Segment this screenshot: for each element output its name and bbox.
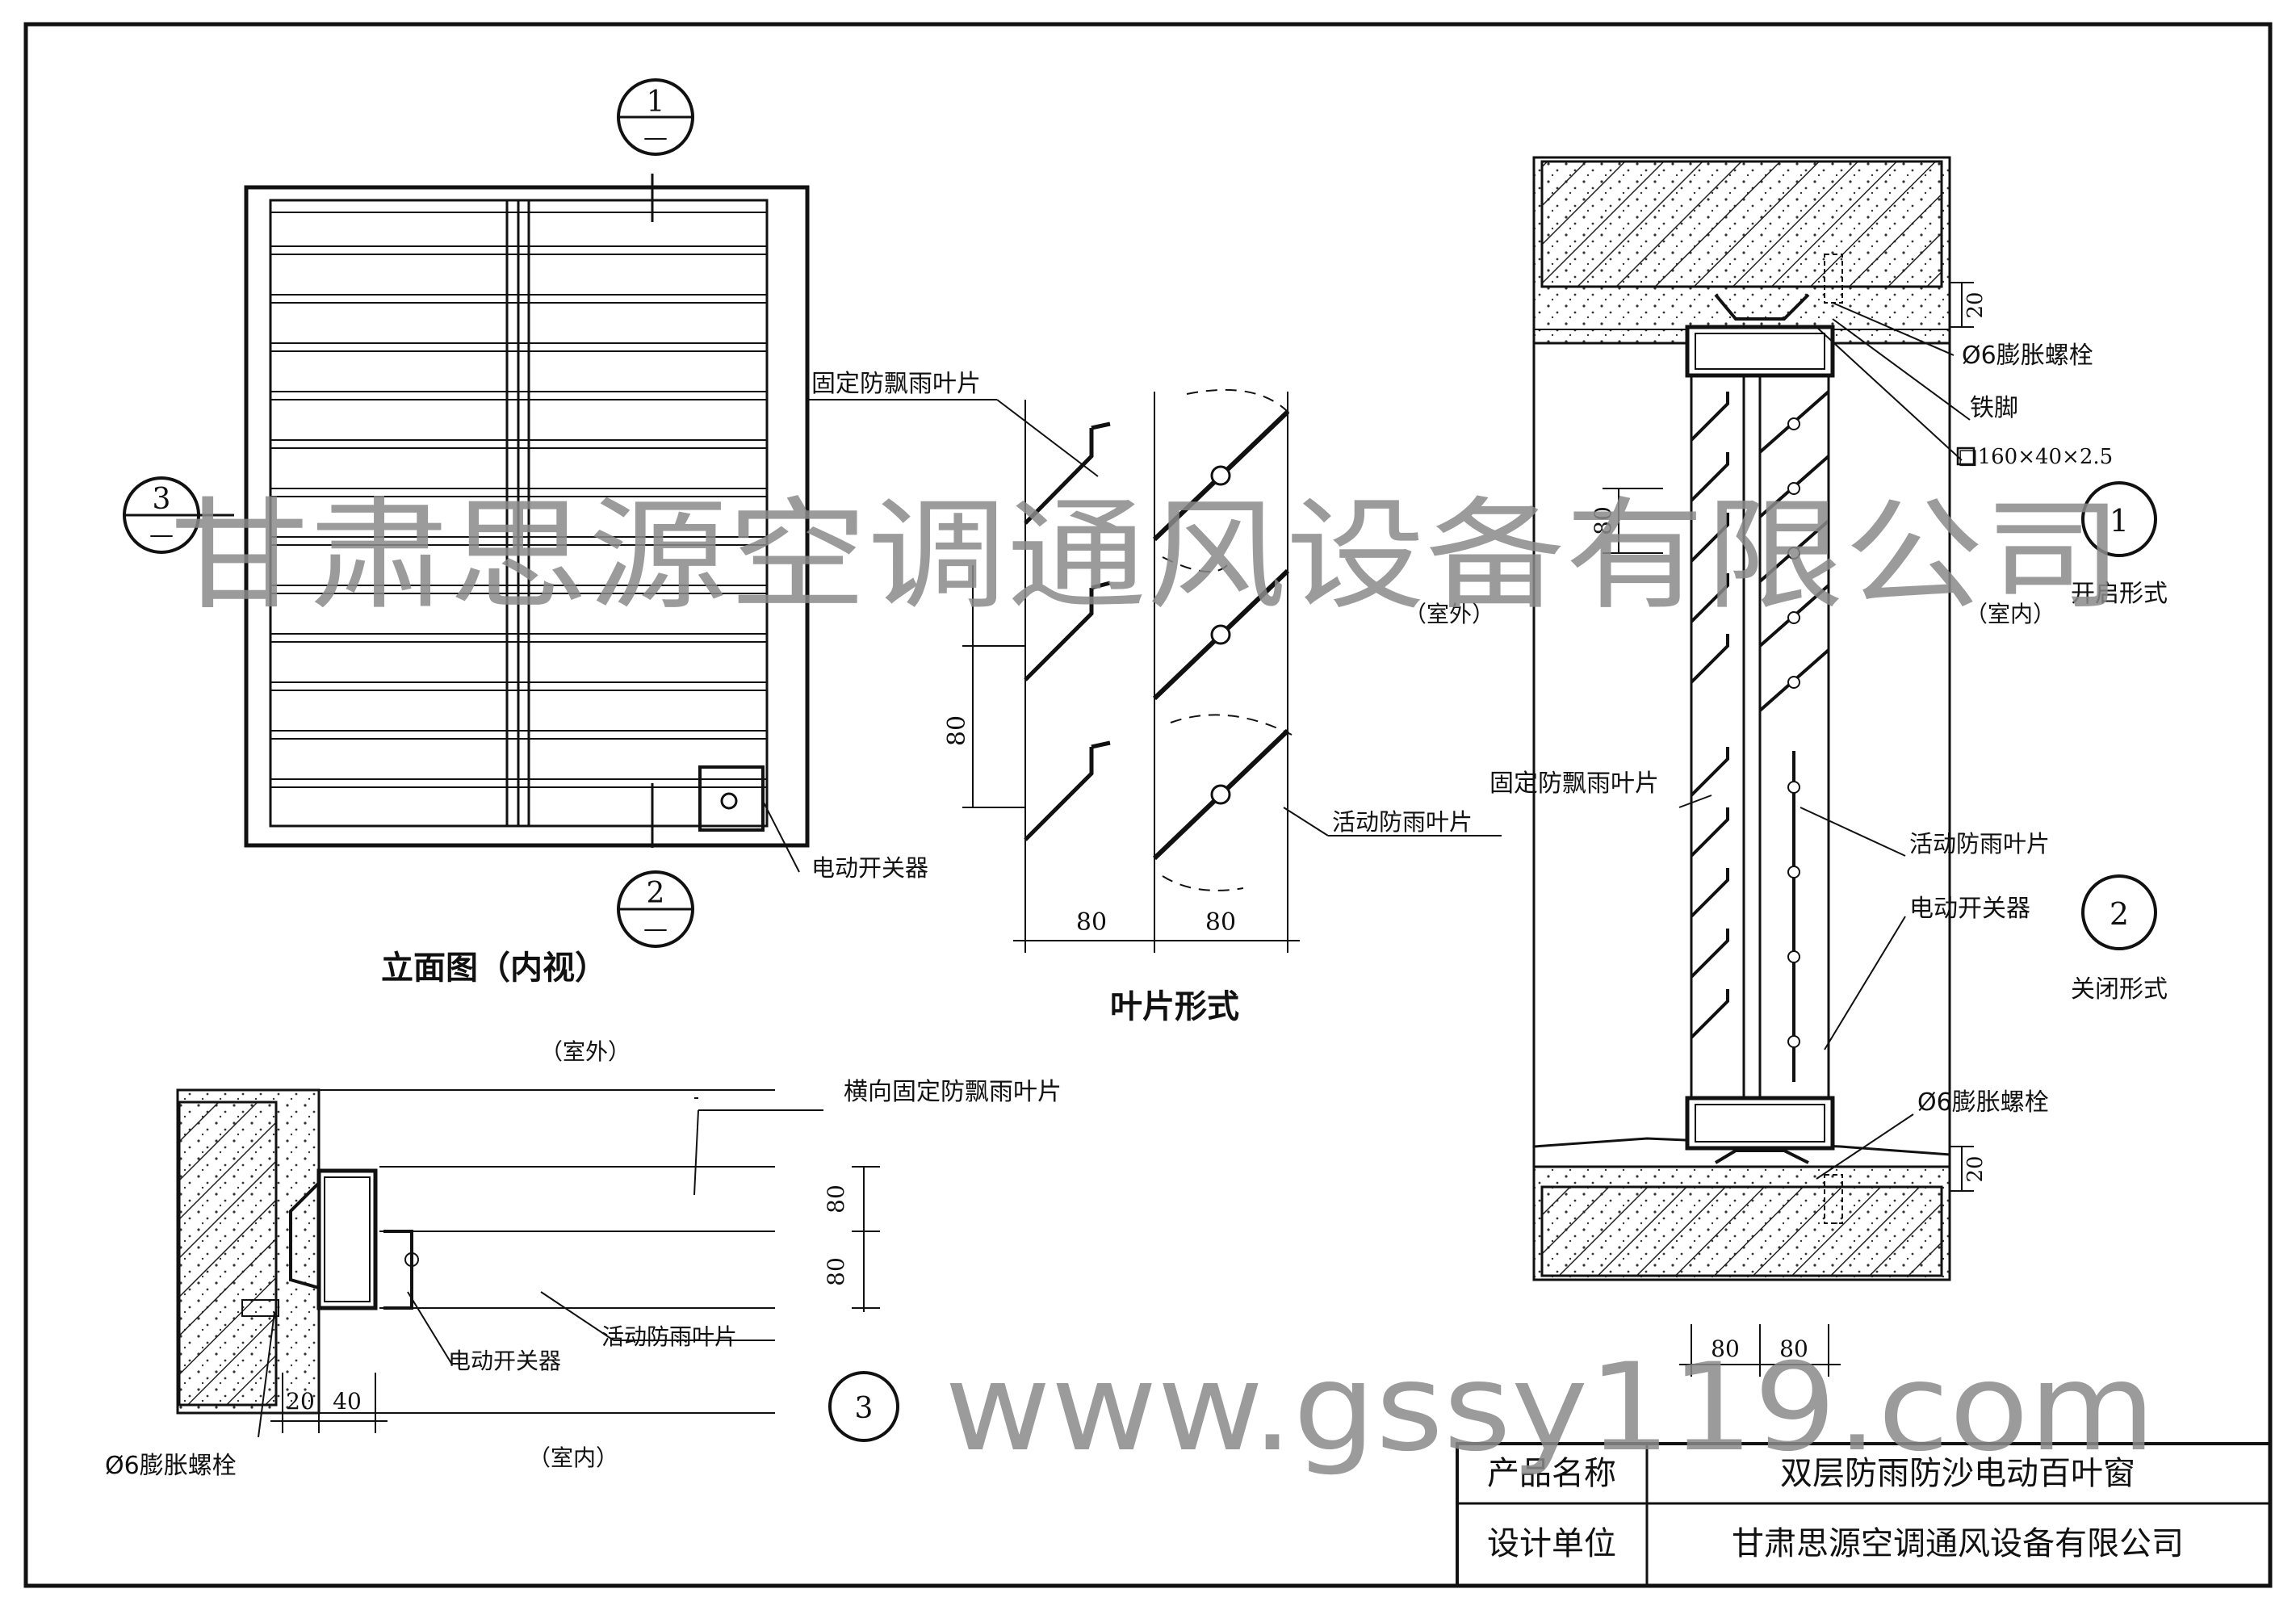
svg-text:80: 80 (823, 1184, 849, 1214)
section-mark-3-elevation: 3 — (123, 476, 200, 554)
section-mark-3: 3 (828, 1371, 899, 1442)
svg-text:20: 20 (1963, 291, 1988, 318)
open-form-label: 开启形式 (2071, 580, 2168, 608)
fixed-blade-label-section: 固定防飘雨叶片 (1489, 769, 1659, 798)
sheet-border (23, 22, 2273, 1588)
elevation-blades (270, 245, 767, 788)
svg-text:2: 2 (2110, 896, 2129, 932)
frame-section-label: □160×40×2.5 (1958, 445, 2113, 469)
motor-switch-box (698, 765, 765, 832)
svg-text:—: — (643, 124, 668, 152)
outdoor-label-section: （室外） (1404, 601, 1494, 627)
title-block (1456, 1442, 2272, 1587)
indoor-label-section: （室内） (1965, 601, 2055, 627)
outdoor-label-horizontal: （室外） (540, 1038, 631, 1065)
indoor-label-horizontal: （室内） (528, 1444, 618, 1471)
svg-text:2: 2 (647, 877, 665, 910)
motor-switch-label-horizontal: 电动开关器 (448, 1348, 561, 1374)
dim-20-horizontal: 20 (286, 1388, 315, 1415)
svg-text:80: 80 (943, 715, 971, 746)
closed-form-label: 关闭形式 (2071, 975, 2168, 1004)
motor-switch-label-section: 电动开关器 (1909, 895, 2030, 923)
section-mark-2-section: 2 (2081, 874, 2157, 950)
elevation-title: 立面图（内视） (381, 950, 607, 987)
svg-text:80: 80 (1205, 908, 1236, 937)
title-product-label: 产品名称 (1487, 1455, 1616, 1492)
dim-40-horizontal: 40 (333, 1388, 362, 1415)
svg-text:80: 80 (1711, 1335, 1740, 1362)
svg-text:—: — (149, 521, 174, 549)
bolt-label-horizontal: Ø6膨胀螺栓 (105, 1452, 237, 1480)
svg-text:80: 80 (1779, 1335, 1808, 1362)
title-designer-label: 设计单位 (1487, 1525, 1616, 1562)
movable-blade-label-horizontal: 活动防雨叶片 (601, 1323, 737, 1350)
title-product-value: 双层防雨防沙电动百叶窗 (1780, 1455, 2135, 1492)
section-mark-1: 1 — (617, 78, 694, 156)
elevation-view (165, 174, 810, 873)
movable-blade-label-detail: 活动防雨叶片 (1332, 808, 1473, 836)
svg-text:80: 80 (1076, 908, 1107, 937)
svg-text:1: 1 (647, 86, 665, 119)
blade-form-detail: 80 80 80 (807, 388, 1502, 953)
svg-text:1: 1 (2110, 503, 2129, 539)
title-designer-value: 甘肃思源空调通风设备有限公司 (1732, 1525, 2184, 1562)
blade-form-title: 叶片形式 (1110, 988, 1239, 1025)
svg-text:80: 80 (1590, 506, 1616, 535)
svg-text:—: — (643, 915, 668, 943)
section-mark-1-section: 1 (2081, 481, 2157, 557)
iron-foot-label: 铁脚 (1970, 394, 2018, 422)
fixed-blade-label-detail: 固定防飘雨叶片 (811, 370, 981, 398)
motor-switch-label-elevation: 电动开关器 (811, 854, 928, 882)
bolt-label-bottom: Ø6膨胀螺栓 (1917, 1088, 2049, 1117)
svg-text:3: 3 (153, 483, 171, 516)
bolt-label-top: Ø6膨胀螺栓 (1962, 342, 2093, 370)
watermark-company: 甘肃思源空调通风设备有限公司 (170, 486, 2123, 627)
movable-blade-label-section: 活动防雨叶片 (1909, 830, 2050, 857)
watermark-url: www.gssy119.com (945, 1338, 2156, 1478)
horizontal-section: 80 80 (176, 1088, 880, 1438)
svg-text:3: 3 (855, 1392, 874, 1425)
svg-text:80: 80 (823, 1257, 849, 1286)
horizontal-fixed-blade-label: 横向固定防飘雨叶片 (844, 1078, 1062, 1106)
svg-text:20: 20 (1963, 1155, 1988, 1182)
section-mark-2-elevation: 2 — (617, 870, 694, 948)
vertical-section: 20 20 80 80 80 (1532, 156, 1988, 1377)
